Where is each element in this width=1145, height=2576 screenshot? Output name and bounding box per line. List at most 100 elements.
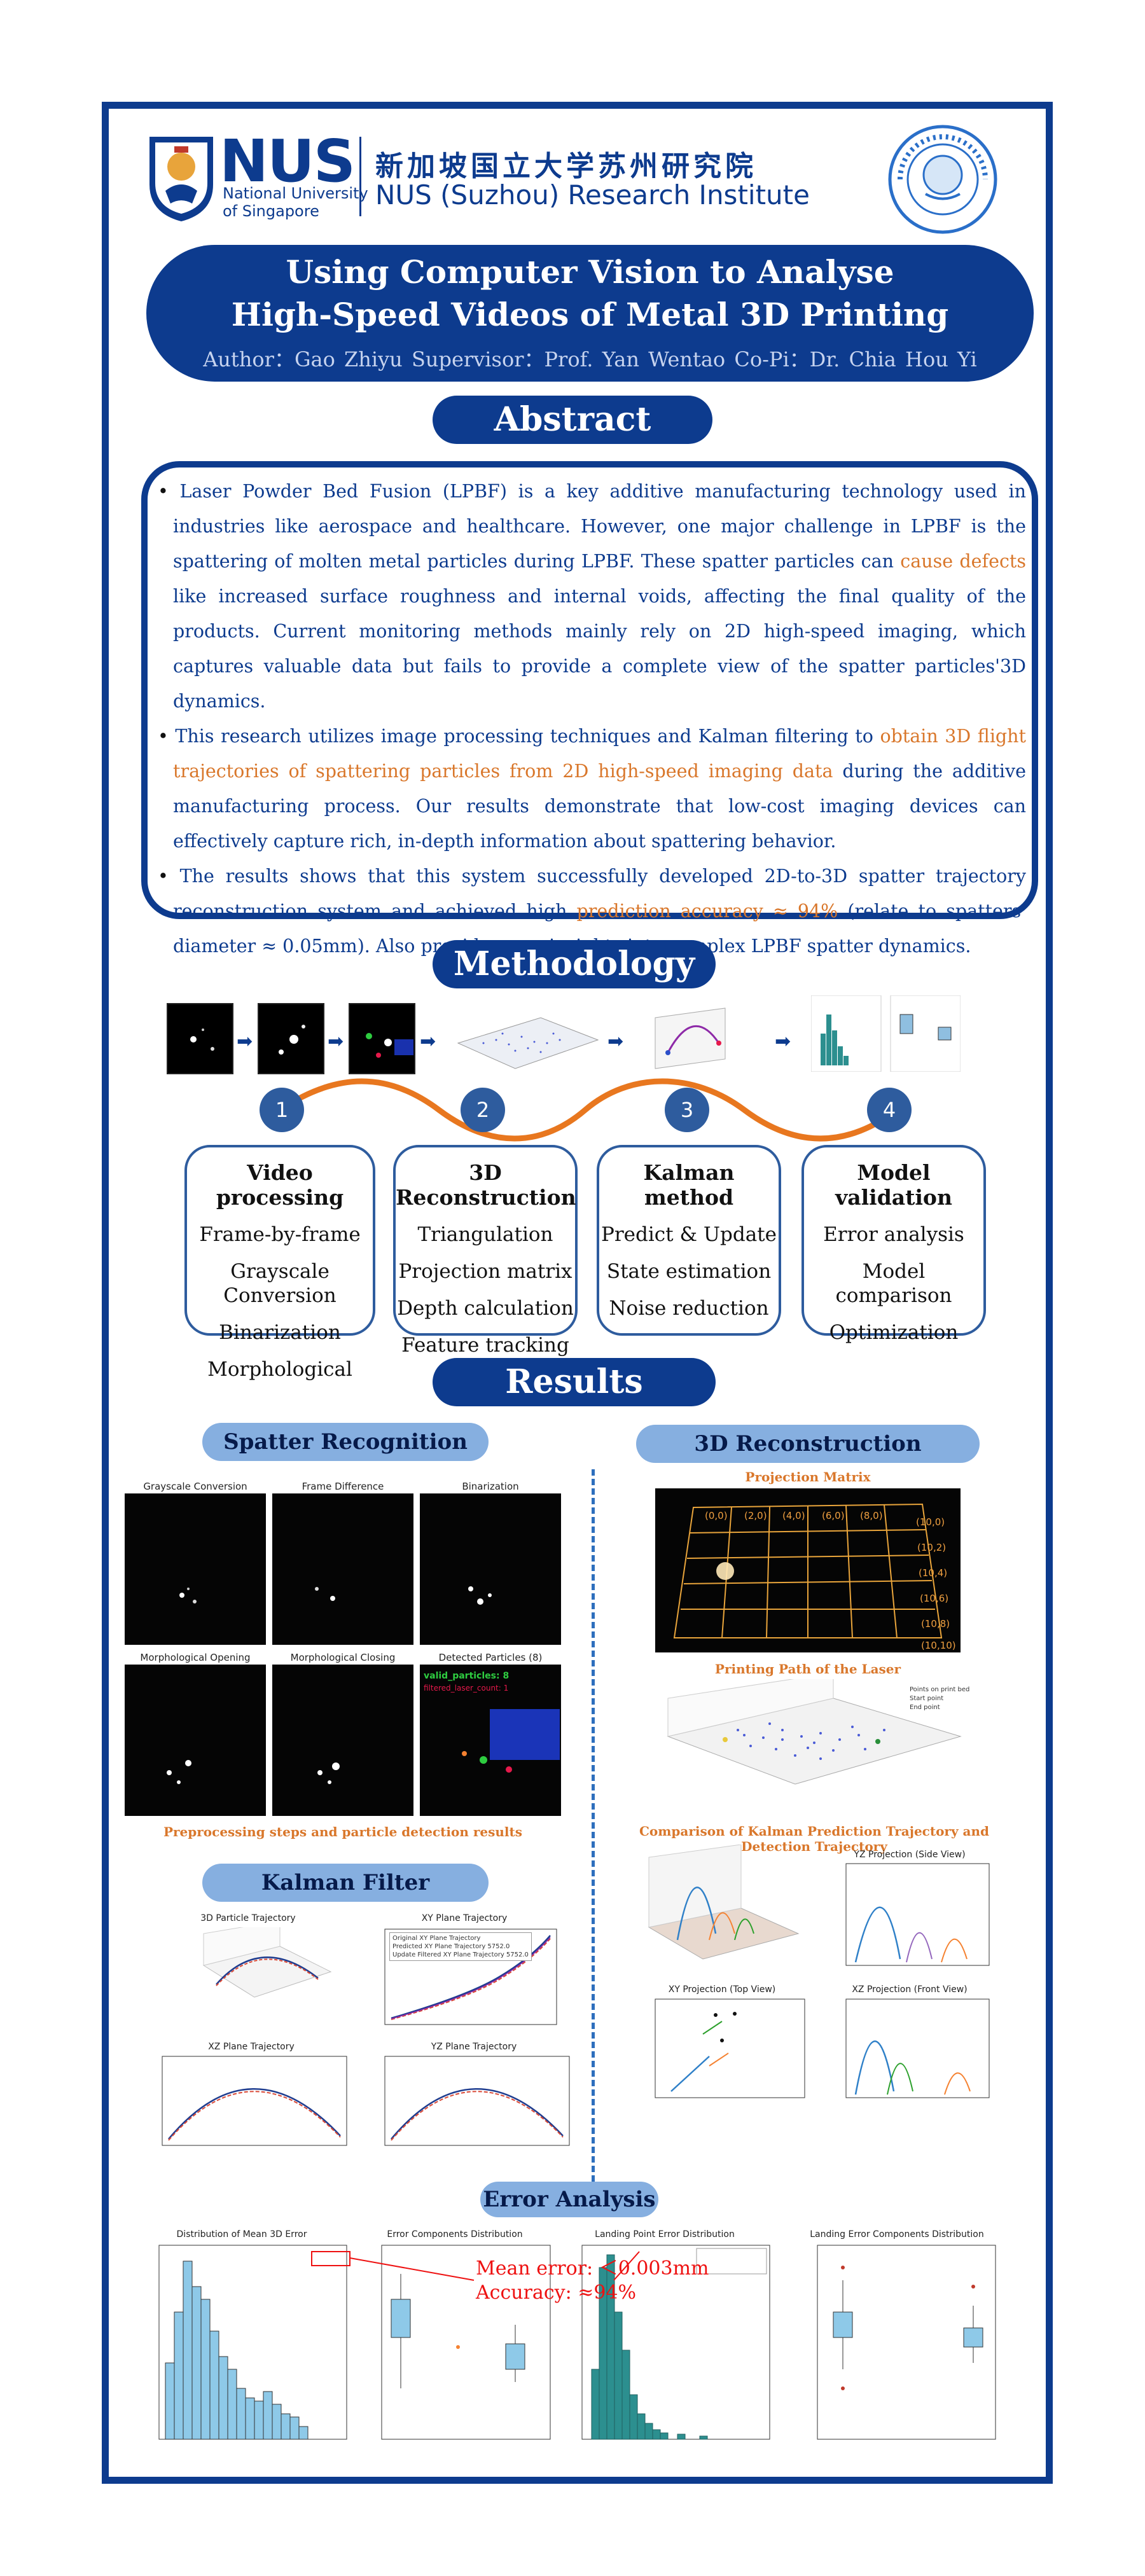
results-column-divider [592, 1469, 595, 2201]
grayscale-panel [125, 1493, 266, 1645]
kalman-filter-heading: Kalman Filter [202, 1864, 489, 1902]
filtered-laser-overlay: filtered_laser_count: 1 [424, 1684, 509, 1693]
plot-title: Distribution of Mean 3D Error [176, 2229, 307, 2240]
arrow-icon: ➡ [420, 1030, 436, 1053]
grid-label: (10,4) [919, 1567, 948, 1579]
morph-opening-panel [125, 1665, 266, 1816]
step-2-item: Depth calculation [397, 1297, 574, 1320]
legend-entry: Start point [910, 1695, 944, 1702]
mean-3d-error-histogram [158, 2245, 347, 2440]
grid-label: (4,0) [782, 1510, 805, 1521]
accuracy-text: Accuracy: ≈94% [476, 2282, 637, 2304]
abstract-box [141, 461, 1038, 919]
arrow-icon: ➡ [607, 1030, 624, 1053]
panel-title: Detected Particles (8) [438, 1652, 543, 1663]
step-3-item: Noise reduction [609, 1297, 769, 1320]
abstract-heading: Abstract [433, 396, 712, 444]
step-1-item: Binarization [219, 1321, 341, 1344]
step-3-item: State estimation [606, 1260, 772, 1283]
landing-error-histogram [581, 2245, 770, 2440]
nus-sub-line2: of Singapore [223, 202, 319, 220]
arrow-icon: ➡ [328, 1030, 344, 1053]
step-4-item: Error analysis [823, 1223, 964, 1246]
grid-label: (10,8) [921, 1618, 950, 1630]
nus-crest-logo [149, 137, 213, 221]
arrow-icon: ➡ [775, 1030, 791, 1053]
panel-title: Morphological Closing [290, 1652, 396, 1663]
grid-label: (10,6) [920, 1593, 949, 1604]
grid-label: (8,0) [860, 1510, 883, 1521]
legend-entry: Original XY Plane Trajectory [392, 1935, 481, 1942]
panel-title: Frame Difference [302, 1481, 384, 1492]
step-3-box: Kalman method Predict & Update State est… [597, 1145, 781, 1336]
results-heading: Results [433, 1358, 716, 1406]
step-2-item: Projection matrix [398, 1260, 572, 1283]
trajectory-3d-thumbnail [655, 1008, 726, 1069]
grid-label: (2,0) [744, 1510, 767, 1521]
spatter-caption: Preprocessing steps and particle detecti… [163, 1824, 522, 1839]
methodology-connector-wave [278, 1078, 899, 1142]
plot-title: 3D Particle Trajectory [200, 1913, 296, 1923]
plot-title: YZ Projection (Side View) [854, 1850, 966, 1860]
abstract-p2-a: This research utilizes image processing … [175, 726, 880, 747]
frame-difference-panel [272, 1493, 413, 1645]
grid-label: (10,2) [917, 1542, 947, 1553]
xy-projection-plot [655, 1998, 805, 2098]
frame-thumbnail-3 [349, 1003, 415, 1074]
title-banner [146, 245, 1034, 382]
plot-title: XZ Projection (Front View) [852, 1984, 968, 1995]
step-2-title: 3D Reconstruction [396, 1160, 576, 1210]
author-line: Author：Gao Zhiyu Supervisor：Prof. Yan We… [203, 347, 977, 371]
institute-chinese: 新加坡国立大学苏州研究院 [375, 150, 757, 183]
abstract-p2-b: during the additive manufacturing proces… [173, 761, 1027, 852]
panel-title: Grayscale Conversion [143, 1481, 247, 1492]
3d-trajectory-plot [202, 1927, 332, 1998]
abstract-p1-a: Laser Powder Bed Fusion (LPBF) is a key … [173, 481, 1026, 572]
step-4-item: Optimization [829, 1321, 959, 1344]
plot-title: XZ Plane Trajectory [208, 2042, 295, 2052]
methodology-heading: Methodology [433, 940, 716, 988]
grid-label: (10,10) [921, 1640, 956, 1651]
mean-error-text: Mean error: ＜0.003mm [476, 2257, 709, 2280]
step-1-circle: 1 [260, 1088, 304, 1132]
step-4-item: Model comparison [835, 1260, 952, 1307]
abstract-p2-highlight: obtain 3D flight trajectories of spatter… [173, 726, 1026, 782]
step-4-box: Model validation Error analysis Model co… [802, 1145, 986, 1344]
header-divider [359, 137, 361, 216]
error-analysis-heading: Error Analysis [480, 2182, 658, 2217]
university-seal-logo [888, 125, 997, 234]
legend-entry: End point [910, 1704, 940, 1711]
printing-path-caption: Printing Path of the Laser [714, 1661, 901, 1677]
step-2-circle: 2 [461, 1088, 505, 1132]
step-3-circle: 3 [665, 1088, 709, 1132]
path-legend: Points on print bed Start point End poin… [910, 1686, 969, 1712]
step-4-title: Model validation [835, 1160, 952, 1210]
abstract-text: • Laser Powder Bed Fusion (LPBF) is a ke… [158, 474, 1026, 964]
spatter-recognition-heading: Spatter Recognition [202, 1423, 489, 1461]
valid-particles-overlay: valid_particles: 8 [424, 1671, 510, 1681]
grid-label: (0,0) [705, 1510, 728, 1521]
arrow-icon: ➡ [237, 1030, 253, 1053]
projection-matrix-image: (0,0) (2,0) (4,0) (6,0) (8,0) (10,0) (10… [655, 1488, 961, 1652]
xy-legend: Original XY Plane Trajectory Predicted X… [389, 1932, 532, 1961]
step-2-box: 3D Reconstruction Triangulation Projecti… [393, 1145, 578, 1357]
grid-label: (10,0) [916, 1516, 945, 1528]
abstract-p3-highlight: prediction accuracy ≈ 94% [576, 901, 838, 922]
abstract-p3-a: The results shows that this system succe… [173, 866, 1026, 922]
detected-particles-panel: valid_particles: 8 filtered_laser_count:… [420, 1665, 561, 1816]
poster-title-line2: High-Speed Videos of Metal 3D Printing [231, 296, 949, 333]
plot-title: Landing Error Components Distribution [810, 2229, 984, 2240]
nus-wordmark: NUS [219, 127, 356, 195]
nus-sub-line1: National University [223, 184, 368, 202]
step-3-title: Kalman method [643, 1160, 735, 1210]
plot-title: XY Projection (Top View) [668, 1984, 776, 1995]
error-components-boxplot [381, 2245, 551, 2440]
step-1-item: Frame-by-frame [199, 1223, 361, 1246]
error-callout-lines [311, 2251, 640, 2281]
plot-title: YZ Plane Trajectory [431, 2042, 517, 2052]
panel-title: Binarization [462, 1481, 519, 1492]
abstract-para-1: • Laser Powder Bed Fusion (LPBF) is a ke… [158, 481, 1026, 712]
plot-title: Landing Point Error Distribution [595, 2229, 735, 2240]
step-2-item: Triangulation [417, 1223, 553, 1246]
mean-error-callout: Mean error: ＜0.003mm Accuracy: ≈94% [476, 2257, 709, 2305]
